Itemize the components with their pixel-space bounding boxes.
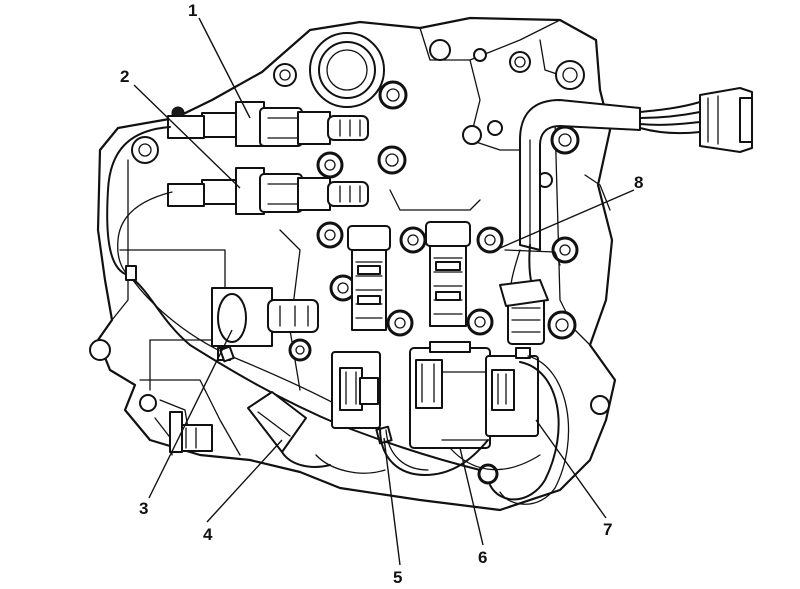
valve-body-bolts [171,80,580,485]
solenoid-5 [331,351,381,429]
temperature-sensor [169,287,319,453]
solenoid-6 [409,341,491,449]
shift-solenoid-lower [167,167,369,215]
solenoid-7 [485,347,539,437]
callout-labels: 1 2 3 4 5 6 7 8 [120,1,643,587]
mounting-holes [89,39,610,415]
pressure-control-stack-left [347,225,391,331]
harness-connector [247,391,331,468]
callout-6: 6 [478,548,487,567]
callout-4: 4 [203,525,213,544]
callout-1: 1 [188,1,197,20]
shift-solenoid-upper [167,101,369,147]
callout-3: 3 [139,499,148,518]
leader-lines [133,17,635,566]
pressure-control-stack-right [425,221,471,327]
callout-8: 8 [634,173,643,192]
callout-7: 7 [603,520,612,539]
callout-2: 2 [120,67,129,86]
harness-plug-connector [699,87,753,153]
callout-5: 5 [393,568,402,587]
wire-harness-left [106,126,481,471]
